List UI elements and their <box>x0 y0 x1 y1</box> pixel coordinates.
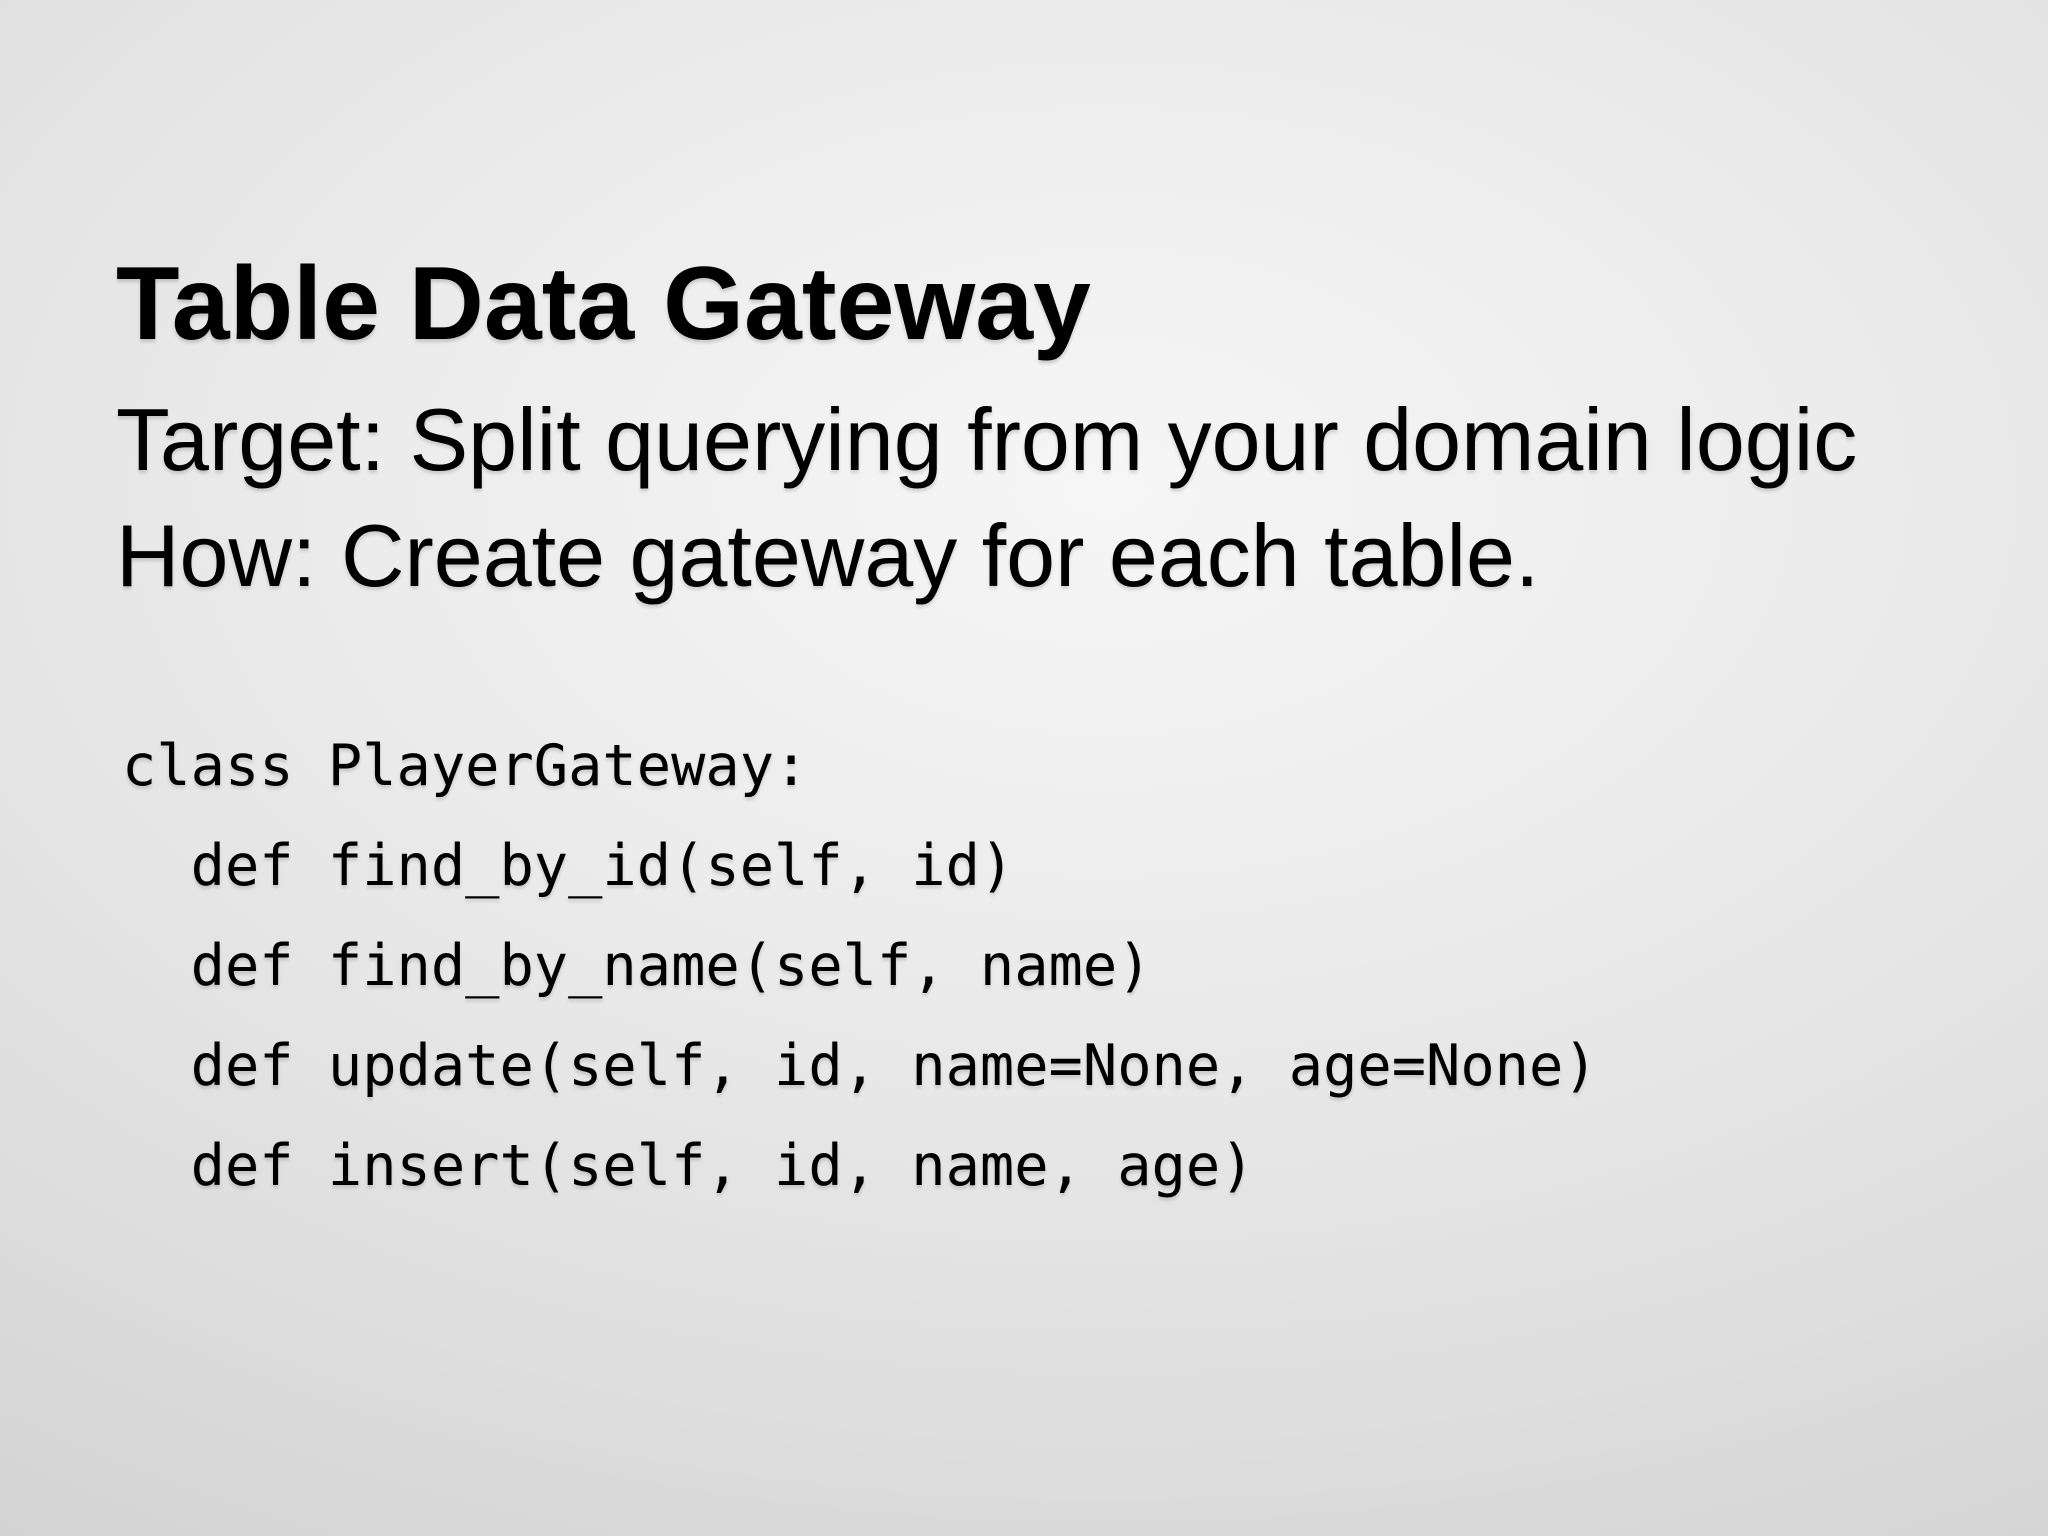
code-line-class-declaration: class PlayerGateway: <box>122 733 809 799</box>
slide-title: Table Data Gateway <box>116 245 1091 362</box>
code-line-find-by-name: def find_by_name(self, name) <box>122 933 1152 999</box>
body-line-how: How: Create gateway for each table. <box>116 506 1540 605</box>
body-line-target: Target: Split querying from your domain … <box>116 390 1858 489</box>
code-block: class PlayerGateway: def find_by_id(self… <box>122 716 1598 1216</box>
code-line-insert: def insert(self, id, name, age) <box>122 1133 1255 1199</box>
code-line-find-by-id: def find_by_id(self, id) <box>122 833 1015 899</box>
code-line-update: def update(self, id, name=None, age=None… <box>122 1033 1598 1099</box>
slide-body-text: Target: Split querying from your domain … <box>116 382 1857 614</box>
